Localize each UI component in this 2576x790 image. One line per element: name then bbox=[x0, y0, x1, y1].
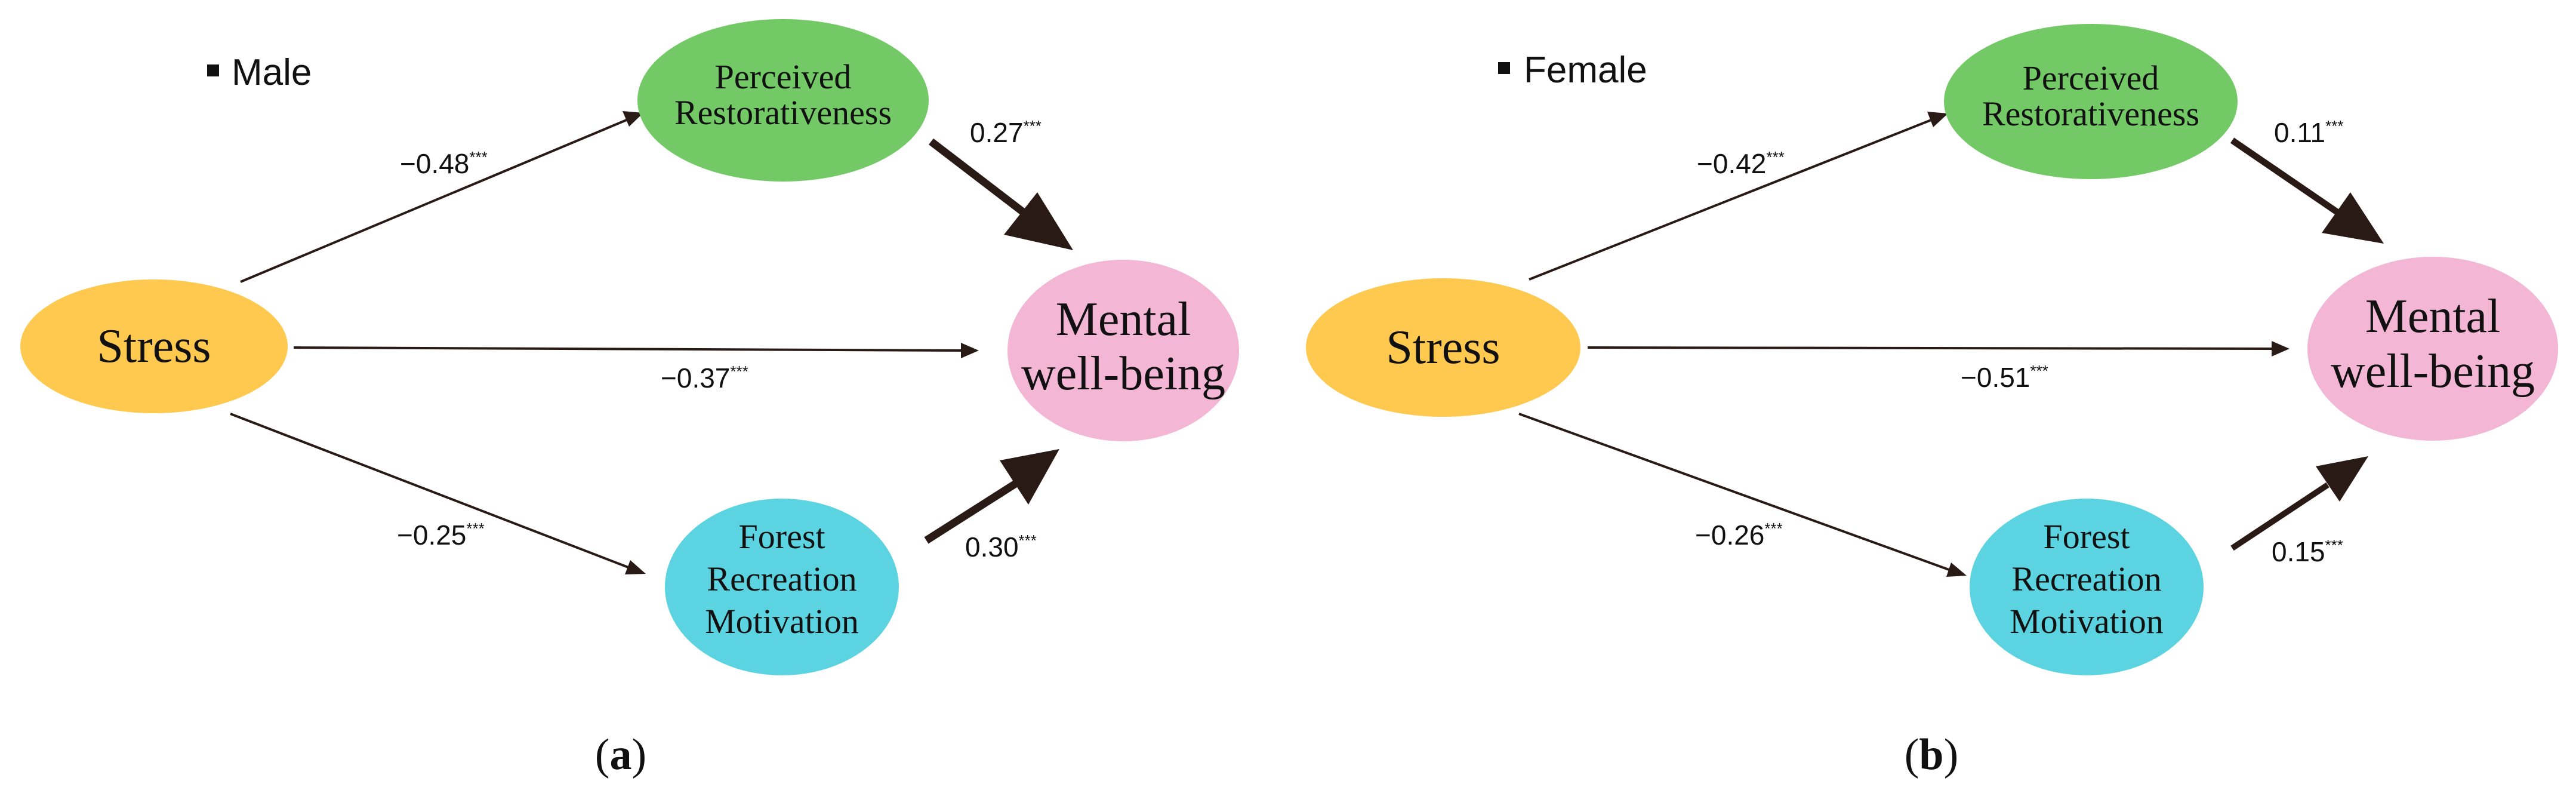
svg-text:well-being: well-being bbox=[2331, 345, 2535, 398]
svg-text:Motivation: Motivation bbox=[2010, 602, 2164, 641]
node-motivation-b: Forest Recreation Motivation bbox=[1970, 499, 2204, 675]
arrowhead-motivation-to-wellbeing-b bbox=[2316, 456, 2368, 502]
arrow-restorativeness-to-wellbeing-a bbox=[929, 138, 1028, 217]
arrow-stress-to-restorativeness-b bbox=[1529, 118, 1933, 281]
coef-stress-to-wellbeing-b: −0.51*** bbox=[1961, 362, 2048, 393]
arrow-stress-to-motivation-a bbox=[230, 413, 630, 569]
arrowhead-stress-to-restorativeness-a bbox=[623, 111, 643, 127]
arrowhead-stress-to-motivation-b bbox=[1946, 562, 1967, 577]
node-restorativeness-b: Perceived Restorativeness bbox=[1944, 24, 2238, 179]
svg-text:Perceived: Perceived bbox=[715, 57, 852, 96]
svg-text:Stress: Stress bbox=[1386, 321, 1500, 374]
arrow-stress-to-restorativeness-a bbox=[240, 118, 628, 283]
node-motivation-a: Forest Recreation Motivation bbox=[665, 499, 899, 675]
svg-text:Forest: Forest bbox=[739, 517, 825, 556]
caption-a: (a) bbox=[595, 730, 646, 779]
coef-stress-to-wellbeing-a: −0.37*** bbox=[661, 362, 748, 394]
arrow-restorativeness-to-wellbeing-b bbox=[2230, 137, 2342, 217]
arrows-a bbox=[230, 111, 1073, 574]
arrow-motivation-to-wellbeing-b bbox=[2230, 482, 2330, 551]
coef-stress-to-restorativeness-b: −0.42*** bbox=[1697, 148, 1785, 179]
svg-text:Stress: Stress bbox=[97, 320, 211, 373]
coef-stress-to-motivation-b: −0.26*** bbox=[1695, 520, 1783, 551]
arrowhead-stress-to-wellbeing-b bbox=[2272, 341, 2290, 356]
arrows-b bbox=[1518, 112, 2384, 577]
coef-restorativeness-to-wellbeing-b: 0.11*** bbox=[2274, 117, 2343, 148]
arrow-stress-to-wellbeing-a bbox=[293, 346, 963, 352]
arrow-stress-to-motivation-b bbox=[1518, 413, 1951, 571]
svg-text:Perceived: Perceived bbox=[2023, 59, 2159, 97]
arrow-stress-to-wellbeing-b bbox=[1587, 346, 2273, 350]
panel-b: Female Stress Perceived Restorativeness bbox=[1306, 24, 2558, 779]
arrowhead-stress-to-restorativeness-b bbox=[1927, 112, 1948, 127]
arrow-motivation-to-wellbeing-a bbox=[924, 479, 1019, 544]
svg-text:Restorativeness: Restorativeness bbox=[674, 93, 892, 132]
arrowhead-restorativeness-to-wellbeing-a bbox=[1004, 192, 1073, 250]
coef-stress-to-motivation-a: −0.25*** bbox=[397, 520, 485, 551]
legend-label-a: Male bbox=[232, 52, 312, 93]
panel-a: Male Stress Perceived Restorativeness bbox=[20, 19, 1239, 779]
svg-text:Forest: Forest bbox=[2044, 517, 2130, 556]
svg-text:Restorativeness: Restorativeness bbox=[1982, 94, 2199, 133]
coef-stress-to-restorativeness-a: −0.48*** bbox=[400, 148, 488, 179]
legend-marker-a bbox=[207, 64, 219, 76]
svg-text:Recreation: Recreation bbox=[2011, 560, 2161, 598]
coef-motivation-to-wellbeing-a: 0.30*** bbox=[965, 531, 1037, 562]
svg-text:Recreation: Recreation bbox=[707, 560, 856, 598]
node-wellbeing-a: Mental well-being bbox=[1007, 260, 1239, 441]
svg-text:Motivation: Motivation bbox=[705, 602, 859, 641]
node-restorativeness-a: Perceived Restorativeness bbox=[637, 19, 929, 182]
node-wellbeing-b: Mental well-being bbox=[2307, 257, 2558, 441]
node-stress-a: Stress bbox=[20, 279, 288, 413]
caption-b: (b) bbox=[1905, 730, 1958, 779]
svg-text:well-being: well-being bbox=[1021, 348, 1225, 400]
arrowhead-stress-to-motivation-a bbox=[625, 560, 646, 574]
coef-motivation-to-wellbeing-b: 0.15*** bbox=[2272, 536, 2343, 567]
svg-text:Mental: Mental bbox=[1056, 293, 1191, 346]
arrowhead-stress-to-wellbeing-a bbox=[961, 343, 979, 358]
legend-marker-b bbox=[1498, 62, 1510, 74]
coef-restorativeness-to-wellbeing-a: 0.27*** bbox=[970, 117, 1042, 148]
arrowhead-restorativeness-to-wellbeing-b bbox=[2322, 192, 2384, 244]
arrowhead-motivation-to-wellbeing-a bbox=[1000, 449, 1059, 505]
legend-label-b: Female bbox=[1524, 50, 1647, 91]
svg-text:Mental: Mental bbox=[2365, 290, 2501, 343]
node-stress-b: Stress bbox=[1306, 278, 1580, 417]
